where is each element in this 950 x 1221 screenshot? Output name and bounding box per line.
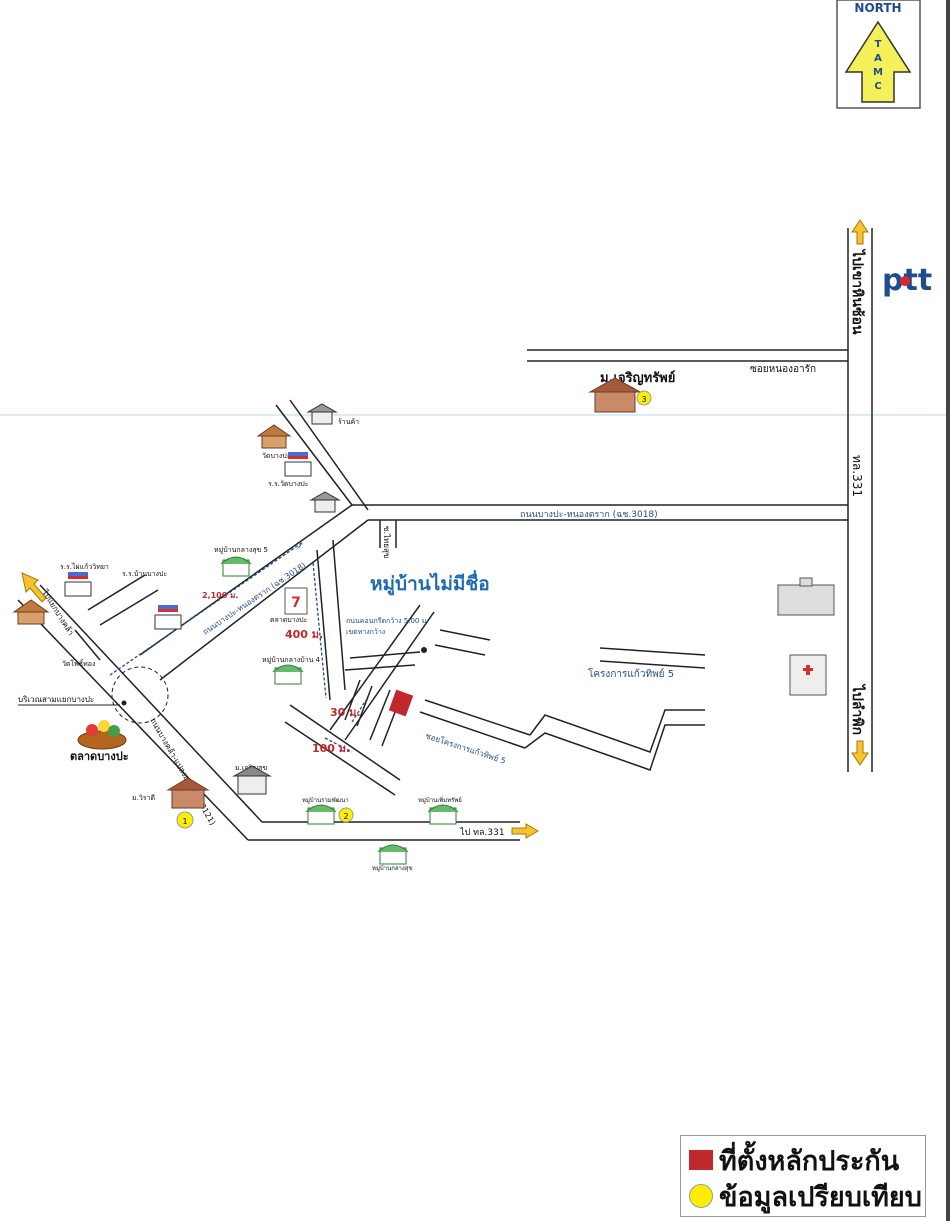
ptt-logo: ptt [882, 263, 932, 298]
arrow-up-icon [851, 219, 869, 245]
comparable-swatch-icon [689, 1184, 713, 1208]
legend: ที่ตั้งหลักประกัน ข้อมูลเปรียบเทียบ [680, 1135, 926, 1217]
comparable-number-3: 3 [641, 395, 646, 404]
highway-331 [847, 228, 873, 772]
label-temple: วัดบางปะ [262, 452, 291, 460]
label-soi-small: ซ.ไทยสุข [382, 526, 391, 558]
label-dist-100: 100 ม. [312, 742, 350, 755]
comparable-marker-3 [636, 390, 652, 406]
label-school: ร.ร.วัดบางปะ [268, 480, 309, 488]
temple-icon [256, 424, 292, 449]
label-shop: ร้านค้า [338, 418, 359, 426]
label-to-331: ไป ทล.331 [459, 827, 505, 838]
house-icon [166, 777, 210, 809]
label-dist-2100: 2,100 ม. [202, 591, 238, 600]
compass-letter-t: T [875, 39, 882, 50]
arrow-down-icon [851, 740, 869, 766]
temple-icon [12, 599, 50, 625]
village-icon [220, 556, 252, 577]
north-compass: NORTH T A M C [836, 0, 921, 109]
legend-comparable-label: ข้อมูลเปรียบเทียบ [719, 1181, 922, 1213]
label-project-5: โครงการแก้วทิพย์ 5 [588, 667, 674, 680]
comparable-marker-2 [338, 807, 354, 823]
label-soi-right: ซอยโครงการแก้วทิพย์ 5 [424, 730, 507, 765]
svg-text:7: 7 [291, 595, 301, 611]
compass-letter-m: M [873, 67, 883, 78]
label-highway-331: ทล.331 [850, 455, 864, 497]
label-school2: ร.ร.บ้านบางปะ [122, 570, 167, 578]
junction-circle [111, 666, 169, 724]
label-village-a: หมู่บ้านกลางสุข 5 [214, 546, 268, 554]
subject-property-marker [388, 689, 414, 717]
village-icon [272, 664, 304, 685]
village-name-title: หมู่บ้านไม่มีชื่อ [370, 570, 490, 596]
hospital-icon [789, 654, 827, 696]
village-icon [305, 804, 337, 825]
comparable-number-1: 1 [182, 817, 187, 826]
label-village-4: หมู่บ้านกลางบ้าน 4 [262, 656, 321, 664]
legend-subject-label: ที่ตั้งหลักประกัน [719, 1145, 900, 1177]
legend-comparable: ข้อมูลเปรียบเทียบ [689, 1180, 922, 1213]
label-road-3121: ถนนบางคล้า-แปลงยาว (ฉช.3121) [148, 717, 217, 827]
house-icon [588, 377, 642, 413]
label-dist-400: 400 ม. [285, 628, 323, 641]
market-basket-icon [77, 720, 127, 750]
arrow-right-icon [511, 823, 539, 839]
label-market-small: ตลาดบางปะ [270, 616, 308, 624]
label-road-width: ถนนคอนกรีตกว้าง 5.00 ม. [346, 617, 428, 625]
label-village-d: หมู่บ้านกลางสุข [372, 865, 413, 872]
comparable-marker-1 [176, 811, 194, 829]
subject-swatch-icon [689, 1150, 713, 1170]
label-to-khao-hin-son: ไปเขาหินซ้อน [849, 248, 867, 335]
label-road-note2: เขตทางกว้าง [346, 628, 385, 636]
label-school3: ร.ร.ไผ่แก้ววิทยา [60, 562, 109, 571]
label-village-c: หมู่บ้านเพิ่มทรัพย์ [418, 796, 462, 804]
shop-icon [309, 491, 341, 513]
village-icon [427, 804, 459, 825]
comparable-number-2: 2 [343, 812, 348, 821]
label-mo-wirat: ม.วิราดี [132, 794, 155, 802]
seven-eleven-icon: 7 [284, 587, 308, 615]
page-border [946, 0, 950, 1221]
label-dist-30: 30 ม. [330, 706, 361, 719]
house-icon [232, 765, 272, 795]
compass-letter-c: C [874, 81, 881, 92]
school-icon [64, 572, 92, 597]
label-to-phanom: ไปลำพิก [849, 683, 867, 735]
legend-subject: ที่ตั้งหลักประกัน [689, 1144, 899, 1177]
school-icon [154, 605, 182, 630]
label-junction: บริเวณสามแยกบางปะ [18, 695, 94, 704]
label-temple2: วัดโพธิ์ทอง [62, 658, 95, 668]
arrow-left-icon [21, 572, 47, 603]
label-soi-nong-aerak: ซอยหนองอารัก [750, 364, 816, 375]
label-market: ตลาดบางปะ [70, 750, 129, 763]
shop-icon [306, 403, 338, 425]
label-road-3018: ถนนบางปะ-หนองตราก (ฉช.3018) [520, 510, 658, 520]
village-icon [377, 844, 409, 865]
label-village-b: หมู่บ้านรวมพัฒนา [302, 797, 349, 804]
north-label: NORTH [854, 1, 901, 15]
building-icon [777, 577, 835, 616]
school-icon [284, 452, 312, 477]
compass-letter-a: A [874, 53, 882, 64]
